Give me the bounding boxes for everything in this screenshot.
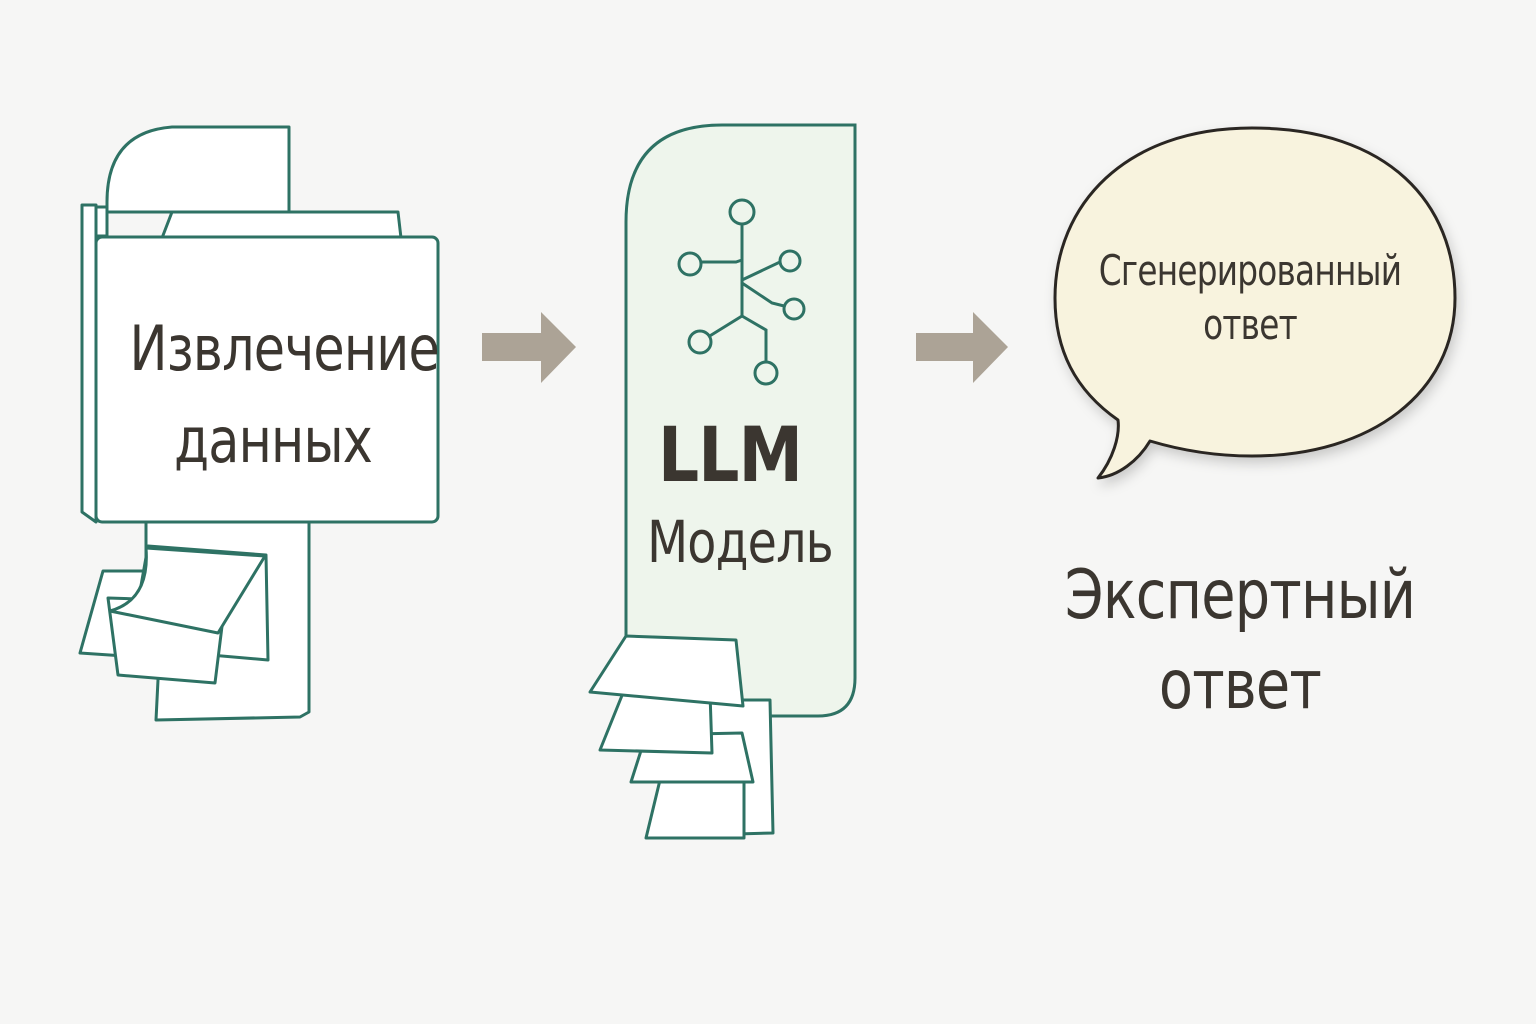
arrow-right-icon (482, 312, 576, 383)
caption-line-1: Экспертный (1051, 551, 1428, 641)
step-llm-subtitle: Модель (625, 507, 855, 577)
step-extract-line-2: данных (130, 395, 417, 487)
bubble-line-2: ответ (1094, 298, 1406, 352)
folder-side (82, 205, 96, 522)
note-6 (646, 778, 744, 838)
step-extract-label: Извлечение данных (130, 303, 417, 487)
step-answer-caption: Экспертный ответ (1051, 551, 1428, 731)
bubble-line-1: Сгенерированный (1094, 244, 1406, 298)
speech-bubble-text: Сгенерированный ответ (1094, 244, 1406, 352)
arrow-right-icon (916, 312, 1008, 383)
step-extract-line-1: Извлечение (130, 303, 417, 395)
note-9 (590, 636, 743, 706)
step-llm-title: LLM (628, 413, 832, 497)
caption-line-2: ответ (1051, 641, 1428, 731)
folder-back-sheet (107, 127, 289, 212)
folder-inner-sheet (162, 212, 401, 238)
